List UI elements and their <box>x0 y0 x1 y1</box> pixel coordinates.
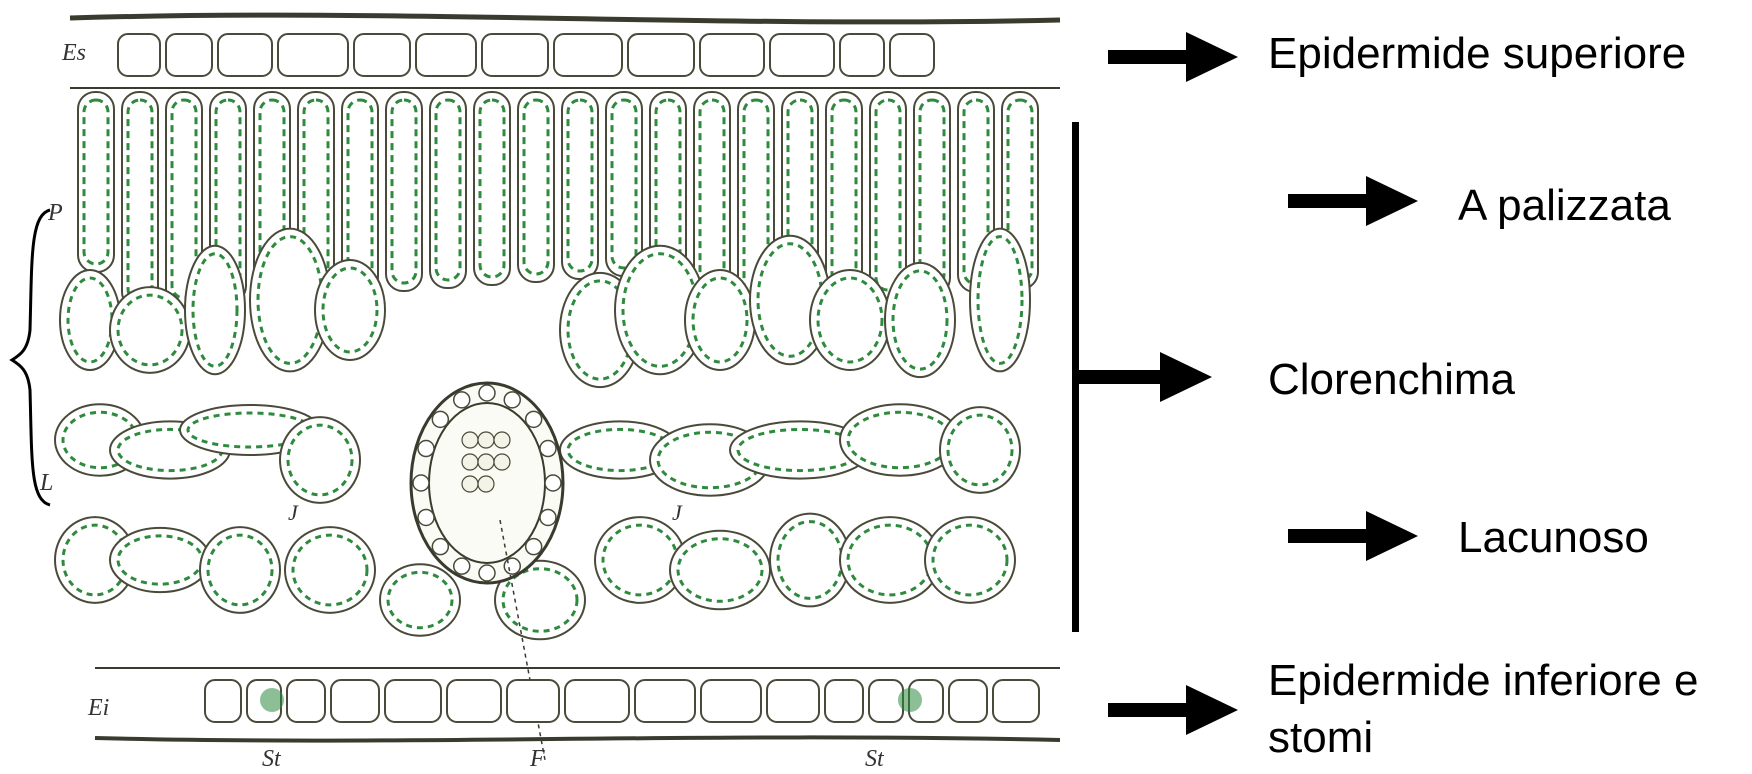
upper-epidermis-cell <box>628 34 694 76</box>
label-upper-epidermis: Epidermide superiore <box>1268 28 1686 80</box>
upper-epidermis-cell <box>770 34 834 76</box>
label-lower-epidermis-line2: stomi <box>1268 712 1373 764</box>
spongy-cell <box>670 531 770 610</box>
upper-epidermis-cell <box>218 34 272 76</box>
upper-epidermis-cell <box>700 34 764 76</box>
lower-epidermis-cell <box>565 680 629 722</box>
upper-cuticle-line <box>70 15 1060 22</box>
letter-l: L <box>39 470 53 496</box>
letter-ei: Ei <box>87 695 109 721</box>
chlorenchyma-bracket <box>1072 122 1079 632</box>
lower-epidermis-cell <box>635 680 695 722</box>
palisade-cell <box>474 92 510 285</box>
spongy-cell <box>110 287 190 373</box>
lower-epidermis-cell <box>825 680 863 722</box>
upper-epidermis-cell <box>278 34 348 76</box>
upper-epidermis-cells <box>118 34 934 76</box>
palisade-cell <box>606 92 642 276</box>
lower-epidermis-cell <box>507 680 559 722</box>
letter-es: Es <box>61 40 86 66</box>
letter-p: P <box>47 200 63 226</box>
lower-epidermis-cell <box>701 680 761 722</box>
arrow-chlorenchyma <box>1075 352 1212 402</box>
label-chlorenchyma: Clorenchima <box>1268 354 1515 406</box>
lower-cuticle-line <box>95 737 1060 740</box>
upper-epidermis-cell <box>840 34 884 76</box>
brace <box>12 210 50 505</box>
letter-st2: St <box>865 746 885 772</box>
lower-epidermis-cell <box>205 680 241 722</box>
spongy-cell <box>940 407 1020 493</box>
letter-j1: J <box>288 500 299 525</box>
spongy-cell <box>280 417 360 503</box>
palisade-cell <box>518 92 554 282</box>
letter-j2: J <box>672 500 683 525</box>
spongy-cell <box>770 514 850 607</box>
palisade-cell <box>78 92 114 272</box>
arrow-lower-epidermis <box>1108 685 1238 735</box>
lower-epidermis-cell <box>949 680 987 722</box>
spongy-cell <box>970 229 1030 372</box>
letter-f: F <box>529 746 545 772</box>
guard-cell <box>260 688 284 712</box>
arrow-spongy <box>1288 511 1418 561</box>
lower-epidermis-cell <box>385 680 441 722</box>
upper-epidermis-cell <box>166 34 212 76</box>
upper-epidermis-cell <box>890 34 934 76</box>
spongy-cell <box>380 564 460 635</box>
spongy-cell <box>110 528 210 592</box>
palisade-cell <box>386 92 422 291</box>
label-lower-epidermis-line1: Epidermide inferiore e <box>1268 655 1698 707</box>
upper-epidermis-cell <box>482 34 548 76</box>
spongy-cell <box>315 260 385 360</box>
upper-epidermis-cell <box>118 34 160 76</box>
palisade-cell <box>430 92 466 288</box>
spongy-cell <box>885 263 955 377</box>
spongy-cell <box>810 270 890 370</box>
lower-epidermis-cell <box>767 680 819 722</box>
spongy-cell <box>185 246 245 375</box>
lower-epidermis-cell <box>869 680 903 722</box>
lower-epidermis-cell <box>331 680 379 722</box>
upper-epidermis-cell <box>554 34 622 76</box>
upper-epidermis-cell <box>354 34 410 76</box>
lower-epidermis-cell <box>993 680 1039 722</box>
lower-epidermis-cell <box>287 680 325 722</box>
letter-st1: St <box>262 746 282 772</box>
arrow-upper-epidermis <box>1108 32 1238 82</box>
label-spongy: Lacunoso <box>1458 512 1649 564</box>
palisade-cell <box>122 92 158 309</box>
spongy-cell <box>200 527 280 613</box>
arrow-palisade <box>1288 176 1418 226</box>
palisade-cell <box>562 92 598 279</box>
upper-epidermis-cell <box>416 34 476 76</box>
spongy-cell <box>685 270 755 370</box>
label-palisade: A palizzata <box>1458 180 1671 232</box>
guard-cell <box>898 688 922 712</box>
spongy-cell <box>925 517 1015 603</box>
lower-epidermis-cell <box>447 680 501 722</box>
palisade-cell <box>870 92 906 298</box>
spongy-cell <box>285 527 375 613</box>
lower-epidermis-cells <box>205 680 1039 722</box>
